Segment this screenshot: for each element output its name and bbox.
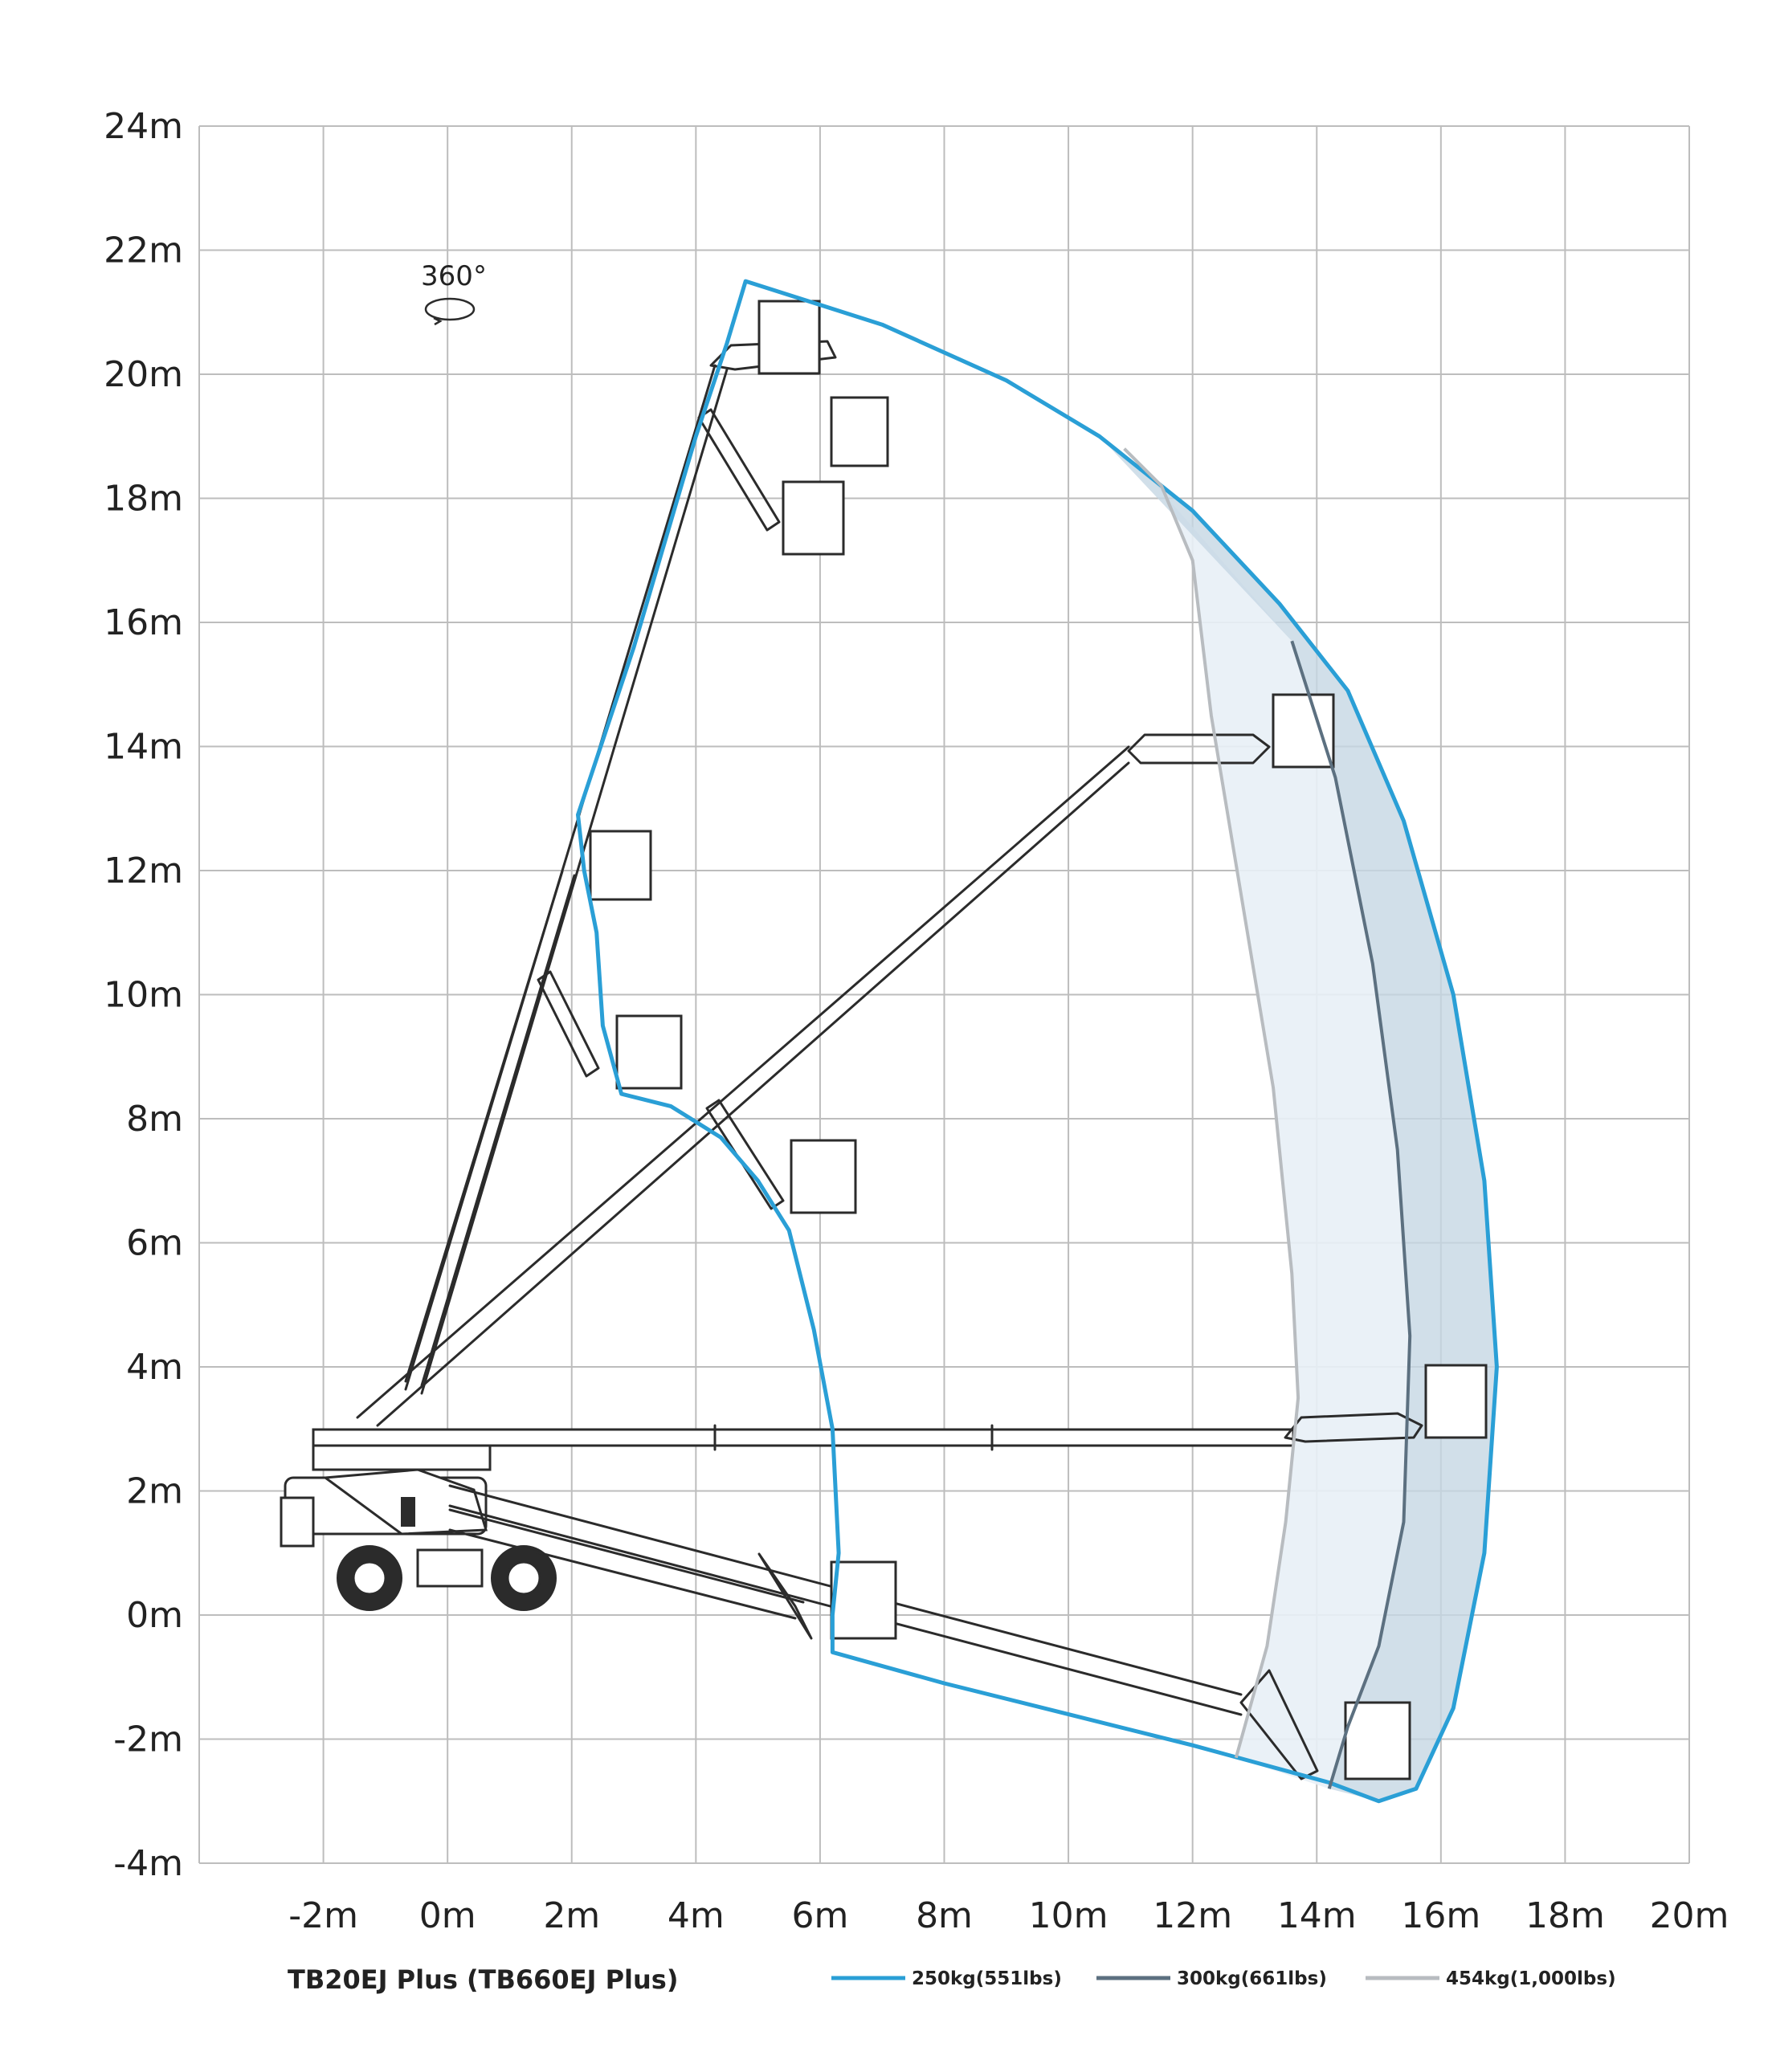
model-title: TB20EJ Plus (TB660EJ Plus) xyxy=(288,1964,678,1995)
y-tick-label: 22m xyxy=(104,230,183,271)
legend: 250kg(551lbs) 300kg(661lbs) 454kg(1,000lbs… xyxy=(831,1968,1616,1989)
legend-label: 454kg(1,000lbs) xyxy=(1446,1968,1616,1989)
zone-454kg-to-300kg xyxy=(1124,448,1411,1789)
x-tick-label: 14m xyxy=(1277,1895,1357,1936)
x-tick-label: 2m xyxy=(543,1895,600,1936)
x-tick-label: 8m xyxy=(916,1895,973,1936)
x-tick-label: 10m xyxy=(1029,1895,1109,1936)
x-tick-label: 20m xyxy=(1650,1895,1729,1936)
zone-300kg-to-250kg xyxy=(1099,436,1497,1801)
y-tick-label: 8m xyxy=(126,1099,183,1140)
rotation-label: 360° xyxy=(421,260,487,292)
aerial-lift-machine-icon xyxy=(280,300,1488,1780)
y-tick-label: 4m xyxy=(126,1347,183,1388)
y-tick-label: 0m xyxy=(126,1595,183,1636)
curve-250kg xyxy=(576,279,1499,1804)
y-tick-label: 6m xyxy=(126,1223,183,1264)
y-tick-label: 14m xyxy=(104,727,183,768)
y-tick-label: -2m xyxy=(113,1719,183,1760)
x-tick-label: 0m xyxy=(419,1895,476,1936)
y-axis-ticks: 24m 22m 20m 18m 16m 14m 12m 10m 8m 6m 4m 2m 0m -2m -4m xyxy=(104,106,183,1884)
y-tick-label: 16m xyxy=(104,602,183,643)
load-zones xyxy=(1099,436,1497,1801)
load-curves xyxy=(576,279,1499,1804)
y-tick-label: 12m xyxy=(104,850,183,891)
x-tick-label: 12m xyxy=(1153,1895,1232,1936)
y-tick-label: 10m xyxy=(104,975,183,1016)
grid xyxy=(198,125,1690,1864)
curve-454kg xyxy=(1123,447,1300,1759)
legend-label: 300kg(661lbs) xyxy=(1177,1968,1327,1989)
curve-300kg xyxy=(1290,640,1412,1789)
rotation-indicator: 360° xyxy=(421,260,487,326)
y-tick-label: -4m xyxy=(113,1843,183,1884)
y-tick-label: 20m xyxy=(104,354,183,395)
x-tick-label: 4m xyxy=(668,1895,725,1936)
x-axis-ticks: -2m 0m 2m 4m 6m 8m 10m 12m 14m 16m 18m 20m xyxy=(288,1895,1729,1936)
x-tick-label: 6m xyxy=(791,1895,848,1936)
y-tick-label: 18m xyxy=(104,479,183,520)
x-tick-label: 16m xyxy=(1401,1895,1480,1936)
x-tick-label: -2m xyxy=(288,1895,358,1936)
y-tick-label: 2m xyxy=(126,1471,183,1512)
y-tick-label: 24m xyxy=(104,106,183,147)
legend-label: 250kg(551lbs) xyxy=(912,1968,1062,1989)
rotation-icon xyxy=(424,297,476,326)
x-tick-label: 18m xyxy=(1525,1895,1605,1936)
